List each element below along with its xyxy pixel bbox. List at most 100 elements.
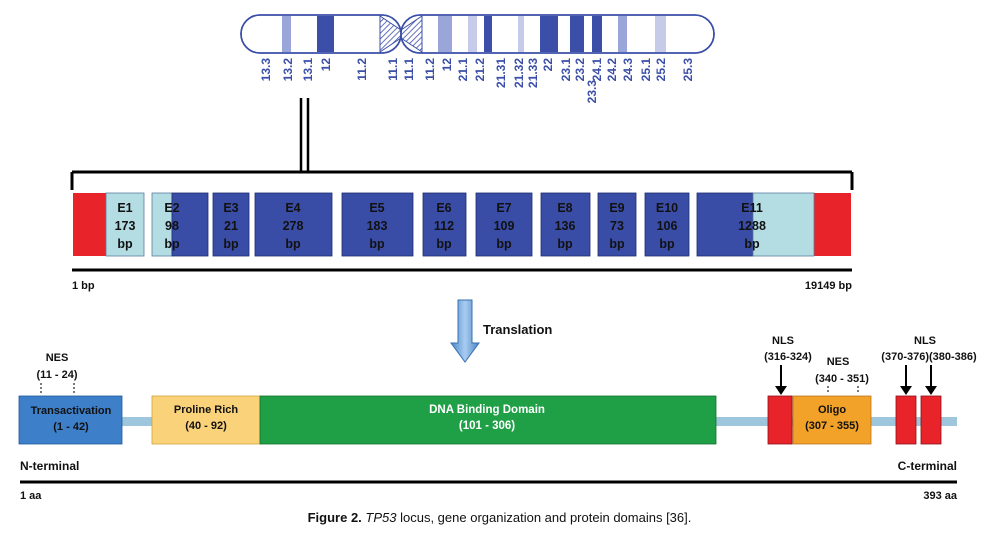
band-25-2 xyxy=(655,16,666,52)
domain-range: (101 - 306) xyxy=(459,420,515,432)
nes-label: NES xyxy=(827,356,850,368)
band-13-2 xyxy=(282,16,291,52)
exon-name: E3 xyxy=(223,201,238,215)
figure-caption: Figure 2. TP53 locus, gene organization … xyxy=(0,510,999,525)
gene-scale: 1 bp 19149 bp xyxy=(72,268,852,292)
band-label: 13.1 xyxy=(301,58,315,82)
band-24-3 xyxy=(618,16,627,52)
n-terminal-label: N-terminal xyxy=(20,459,79,473)
gene-end-label: 19149 bp xyxy=(805,280,852,292)
band-label: 21.33 xyxy=(526,58,540,88)
exon-unit: bp xyxy=(659,237,675,251)
exon-unit: bp xyxy=(557,237,573,251)
protein-domains: Transactivation (1 - 42) Proline Rich (4… xyxy=(18,395,957,445)
down-arrow-icon xyxy=(775,386,787,395)
nls-box xyxy=(767,395,793,445)
band-label: 23.1 xyxy=(559,58,573,82)
band-label: 21.2 xyxy=(473,58,487,82)
band-label: 21.31 xyxy=(494,58,508,88)
utr-right xyxy=(814,193,851,256)
exon-unit: bp xyxy=(117,237,133,251)
nes-range: (11 - 24) xyxy=(37,369,78,381)
exon-unit: bp xyxy=(369,237,385,251)
exon-length: 98 xyxy=(165,219,179,233)
band-24-1 xyxy=(592,16,602,52)
down-arrow-icon xyxy=(900,386,912,395)
exon-unit: bp xyxy=(164,237,180,251)
exon-length: 112 xyxy=(434,219,454,233)
down-arrow-icon xyxy=(450,299,480,363)
domain-range: (40 - 92) xyxy=(185,420,227,432)
domain-label: Proline Rich xyxy=(174,404,238,416)
down-arrow-icon xyxy=(925,386,937,395)
exon-name: E2 xyxy=(164,201,179,215)
chromosome-ideogram xyxy=(240,12,715,56)
exon-3 xyxy=(212,192,250,257)
band-22 xyxy=(540,16,558,52)
translation-label: Translation xyxy=(483,322,552,337)
nls-box xyxy=(920,395,942,445)
band-label: 12 xyxy=(319,58,333,72)
band-12q xyxy=(438,16,452,52)
band-21-33 xyxy=(518,16,524,52)
band-label: 24.3 xyxy=(621,58,635,82)
exon-unit: bp xyxy=(744,237,760,251)
exon-length: 109 xyxy=(494,219,515,233)
band-label: 25.2 xyxy=(654,58,668,82)
exon-1 xyxy=(105,192,145,257)
exon-9 xyxy=(597,192,637,257)
band-label: 13.3 xyxy=(259,58,273,82)
band-label: 21.32 xyxy=(512,58,526,88)
caption-gene-name: TP53 xyxy=(365,510,397,525)
band-label: 25.1 xyxy=(639,58,653,82)
band-labels: 13.3 13.2 13.1 12 11.2 11.1 11.1 11.2 12… xyxy=(259,58,695,104)
domain-transactivation xyxy=(18,395,123,445)
band-label: 23.2 xyxy=(573,58,587,82)
exon-6 xyxy=(422,192,467,257)
exon-length: 278 xyxy=(283,219,304,233)
gene-start-label: 1 bp xyxy=(72,280,95,292)
exon-name: E5 xyxy=(369,201,384,215)
band-label: 23.3 xyxy=(585,80,599,104)
exon-length: 73 xyxy=(610,219,624,233)
translation-arrow: Translation xyxy=(450,299,552,363)
domain-oligo xyxy=(792,395,872,445)
utr-left xyxy=(73,193,106,256)
c-terminal-label: C-terminal xyxy=(898,459,957,473)
nes-range: (340 - 351) xyxy=(815,373,869,385)
exon-unit: bp xyxy=(223,237,239,251)
exon-length: 136 xyxy=(555,219,576,233)
exon-name: E7 xyxy=(496,201,511,215)
exon-length: 173 xyxy=(115,219,136,233)
nes-label: NES xyxy=(46,352,69,364)
exon-name: E6 xyxy=(436,201,451,215)
nls-box xyxy=(895,395,917,445)
band-label: 11.2 xyxy=(423,58,437,81)
exon-4 xyxy=(254,192,333,257)
exon-name: E11 xyxy=(741,201,763,215)
exon-name: E1 xyxy=(117,201,132,215)
exon-unit: bp xyxy=(285,237,301,251)
band-23-2 xyxy=(570,16,584,52)
band-label: 13.2 xyxy=(281,58,295,82)
gene-structure: E1 173 bp E2 98 bp E3 21 bp E4 278 bp E5… xyxy=(73,192,851,257)
nls-label: NLS xyxy=(772,335,794,347)
exon-length: 1288 xyxy=(738,219,766,233)
protein-start-label: 1 aa xyxy=(20,490,42,502)
caption-text: locus, gene organization and protein dom… xyxy=(396,510,692,525)
band-label: 12 xyxy=(440,58,454,72)
protein-end-label: 393 aa xyxy=(923,490,958,502)
domain-label: Oligo xyxy=(818,404,846,416)
exon-unit: bp xyxy=(496,237,512,251)
domain-label: Transactivation xyxy=(31,405,112,417)
exon-name: E10 xyxy=(656,201,678,215)
band-label: 21.1 xyxy=(456,58,470,82)
band-label: 11.1 xyxy=(402,58,416,81)
exon-10 xyxy=(644,192,690,257)
band-label: 11.2 xyxy=(355,58,369,81)
exon-name: E8 xyxy=(557,201,572,215)
exon-unit: bp xyxy=(609,237,625,251)
domain-range: (1 - 42) xyxy=(53,421,89,433)
caption-prefix: Figure 2. xyxy=(307,510,362,525)
